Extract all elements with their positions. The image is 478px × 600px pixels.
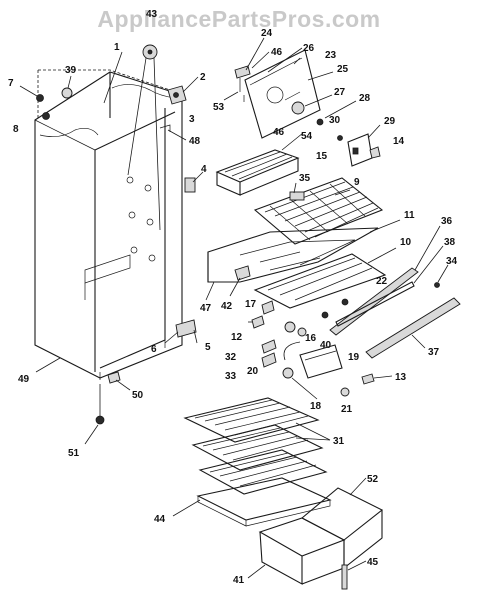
leveler-51 <box>95 384 105 425</box>
cap-39 <box>61 87 73 99</box>
callout-3: 3 <box>189 114 195 125</box>
callout-32: 32 <box>225 352 237 363</box>
callout-25: 25 <box>337 64 349 75</box>
damper-knob <box>291 101 324 126</box>
callout-18: 18 <box>310 401 322 412</box>
light-shield <box>215 149 300 196</box>
callout-50: 50 <box>132 390 144 401</box>
callout-1: 1 <box>114 42 120 53</box>
freezer-shelf <box>253 177 384 245</box>
hinge-bracket <box>184 177 196 193</box>
callout-46b: 46 <box>273 127 285 138</box>
callout-41: 41 <box>233 575 245 586</box>
callout-4: 4 <box>201 164 207 175</box>
callout-labels: 1 2 3 4 5 6 7 8 9 10 11 12 13 14 15 16 1… <box>8 9 458 586</box>
control-panel <box>244 49 321 139</box>
callout-33: 33 <box>225 371 237 382</box>
callout-44: 44 <box>154 514 166 525</box>
small-parts <box>251 300 375 397</box>
callout-46: 46 <box>271 47 283 58</box>
shelf-rail-middle <box>335 281 415 327</box>
callout-42: 42 <box>221 301 233 312</box>
callout-45: 45 <box>367 557 379 568</box>
callout-29: 29 <box>384 116 396 127</box>
callout-24: 24 <box>261 28 273 39</box>
callout-48: 48 <box>189 136 201 147</box>
callout-20: 20 <box>247 366 259 377</box>
crisper-drawer-52 <box>301 487 384 570</box>
callout-6: 6 <box>151 344 157 355</box>
callout-7: 7 <box>8 78 14 89</box>
callout-30: 30 <box>329 115 341 126</box>
callout-47: 47 <box>200 303 212 314</box>
callout-51: 51 <box>68 448 80 459</box>
callout-35: 35 <box>299 173 311 184</box>
callout-19: 19 <box>348 352 360 363</box>
callout-17: 17 <box>245 299 257 310</box>
callout-27: 27 <box>334 87 346 98</box>
divider-45 <box>341 564 348 590</box>
watermark: AppliancePartsPros.com <box>97 6 381 32</box>
callout-38: 38 <box>444 237 456 248</box>
callout-39: 39 <box>65 65 77 76</box>
callout-40: 40 <box>320 340 332 351</box>
callout-26: 26 <box>303 43 315 54</box>
crisper-cover <box>196 477 332 527</box>
callout-12: 12 <box>231 332 243 343</box>
callout-34: 34 <box>446 256 458 267</box>
callout-14: 14 <box>393 136 405 147</box>
evaporator-cover <box>207 227 387 309</box>
shelf-rail-lower <box>365 297 461 359</box>
callout-13: 13 <box>395 372 407 383</box>
rail-screw <box>341 282 440 306</box>
screw-8 <box>42 112 50 120</box>
fresh-food-shelves <box>183 397 328 495</box>
upper-hinge <box>167 85 187 105</box>
callout-52: 52 <box>367 474 379 485</box>
callout-8: 8 <box>13 124 19 135</box>
screw-7 <box>36 94 44 102</box>
callout-28: 28 <box>359 93 371 104</box>
callout-43: 43 <box>146 9 158 20</box>
callout-2: 2 <box>200 72 206 83</box>
crisper-drawer-41 <box>258 517 346 585</box>
callout-9: 9 <box>354 177 360 188</box>
callout-53: 53 <box>213 102 225 113</box>
callout-31: 31 <box>333 436 345 447</box>
switch-bracket <box>337 133 381 167</box>
callout-15: 15 <box>316 151 328 162</box>
callout-36: 36 <box>441 216 453 227</box>
callout-21: 21 <box>341 404 353 415</box>
callout-10: 10 <box>400 237 412 248</box>
lower-hinge <box>175 319 197 338</box>
callout-16: 16 <box>305 333 317 344</box>
callout-5: 5 <box>205 342 211 353</box>
thermostat-knob <box>234 65 251 102</box>
callout-49: 49 <box>18 374 30 385</box>
light-socket <box>127 44 161 231</box>
callout-54: 54 <box>301 131 313 142</box>
callout-37: 37 <box>428 347 440 358</box>
callout-23: 23 <box>325 50 337 61</box>
callout-22: 22 <box>376 276 388 287</box>
sensor-48 <box>159 124 171 132</box>
callout-11: 11 <box>404 210 415 221</box>
